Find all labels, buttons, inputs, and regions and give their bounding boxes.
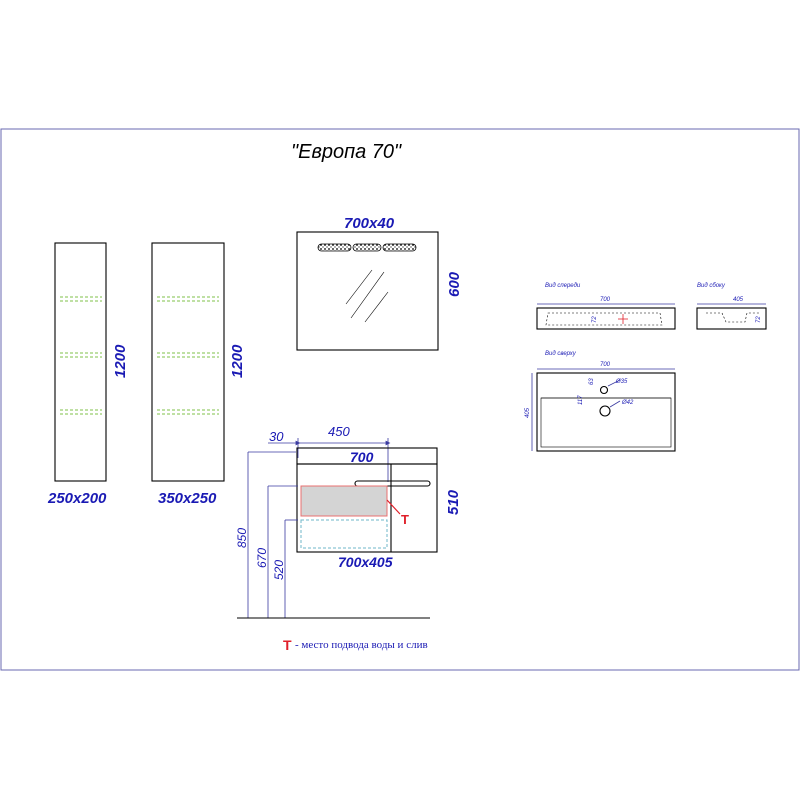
marker-leader bbox=[386, 499, 401, 515]
sink-side-bowl bbox=[706, 312, 760, 323]
sink-top-dim-117: 117 bbox=[578, 395, 584, 405]
mirror-height-label: 600 bbox=[446, 271, 463, 297]
cabinet-1-height-label: 1200 bbox=[112, 344, 129, 378]
drain-hole bbox=[599, 405, 611, 417]
drawer-zone bbox=[300, 519, 388, 549]
page-title: "Европа 70" bbox=[291, 141, 402, 163]
vanity: 30 450 700 T 510 700x405 850 670 520 bbox=[235, 424, 462, 619]
sink-front-width: 700 bbox=[600, 297, 611, 303]
sink-top-dim-63: 63 bbox=[589, 378, 595, 385]
sink-side-outline bbox=[696, 307, 767, 330]
vanity-handle bbox=[354, 480, 431, 487]
sink-front-height: 72 bbox=[592, 316, 598, 323]
dim-line bbox=[609, 400, 621, 408]
vanity-body bbox=[296, 463, 438, 553]
cabinet-2-size-label: 350x250 bbox=[158, 490, 217, 507]
sink-side-height: 72 bbox=[756, 316, 762, 323]
cabinet-2-outline bbox=[151, 242, 225, 482]
vanity-height-520: 520 bbox=[272, 560, 286, 580]
mirror-glare bbox=[345, 269, 373, 305]
vanity-height-label: 510 bbox=[445, 489, 462, 515]
mirror-light-bar bbox=[352, 243, 382, 252]
legend-marker: T bbox=[283, 637, 292, 653]
sink-top-view: Вид сверху 700 405 Ø35 Ø42 63 117 bbox=[525, 351, 676, 452]
sink-front-bowl bbox=[545, 312, 663, 326]
sink-side-label: Вид сбоку bbox=[697, 283, 726, 289]
sink-top-bowl bbox=[540, 397, 672, 448]
vanity-width-label: 700 bbox=[350, 449, 374, 465]
mirror-glare bbox=[364, 291, 389, 323]
sink-front-view: Вид спереди 700 72 bbox=[536, 283, 676, 330]
mirror-size-label: 700x40 bbox=[344, 215, 395, 232]
cabinet-1-outline bbox=[54, 242, 107, 482]
mirror: 700x40 600 bbox=[296, 215, 463, 351]
vanity-height-670: 670 bbox=[255, 548, 269, 568]
faucet-hole bbox=[599, 385, 609, 395]
sink-top-width: 700 bbox=[600, 362, 611, 368]
plumbing-zone bbox=[300, 485, 388, 517]
vanity-dim-30: 30 bbox=[269, 429, 284, 444]
vanity-size-label: 700x405 bbox=[338, 554, 393, 570]
sink-side-view: Вид сбоку 405 72 bbox=[696, 283, 767, 330]
sink-front-label: Вид спереди bbox=[545, 283, 581, 289]
vanity-height-850: 850 bbox=[235, 528, 249, 548]
sink-top-depth: 405 bbox=[525, 407, 531, 418]
legend: T - место подвода воды и слив bbox=[283, 637, 428, 653]
page-frame bbox=[0, 128, 800, 671]
vanity-marker-t: T bbox=[401, 512, 409, 527]
mirror-light-bar bbox=[382, 243, 417, 252]
sink-front-outline bbox=[536, 307, 676, 330]
legend-text: - место подвода воды и слив bbox=[295, 639, 428, 651]
sink-top-label: Вид сверху bbox=[545, 351, 577, 357]
dim-line bbox=[607, 379, 621, 387]
sink-side-width: 405 bbox=[733, 297, 744, 303]
sink-top-hole2: Ø42 bbox=[621, 400, 634, 406]
sink-top-hole1: Ø35 bbox=[615, 379, 628, 385]
mirror-glare bbox=[350, 271, 385, 319]
mirror-light-bar bbox=[317, 243, 352, 252]
cabinet-1-size-label: 250x200 bbox=[47, 490, 107, 507]
tall-cabinet-2: 1200 350x250 bbox=[151, 242, 246, 507]
mirror-outline bbox=[296, 231, 439, 351]
cabinet-2-height-label: 1200 bbox=[229, 344, 246, 378]
vanity-dim-450: 450 bbox=[328, 424, 350, 439]
tall-cabinet-1: 1200 250x200 bbox=[47, 242, 129, 507]
sink-top-outline bbox=[536, 372, 676, 452]
